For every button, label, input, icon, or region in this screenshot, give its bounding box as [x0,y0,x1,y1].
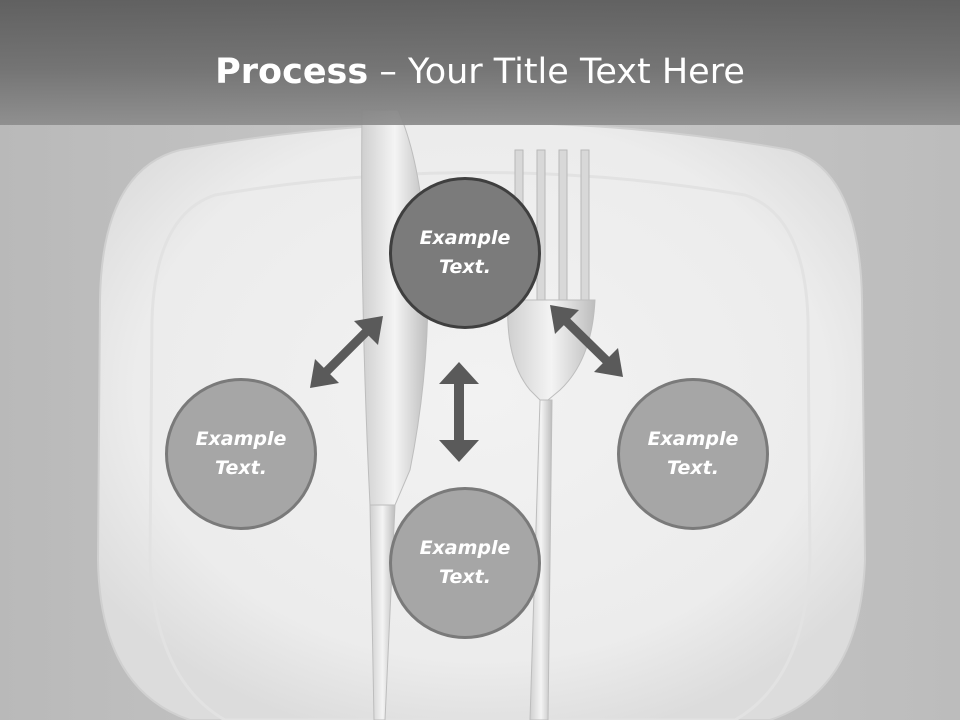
title-bar [0,0,960,125]
node-right-text: Example Text. [647,428,739,479]
process-node-left: Example Text. [165,378,317,530]
process-node-right: Example Text. [617,378,769,530]
arrow-top-right [550,305,623,377]
arrow-top-left [310,316,383,388]
title-rest: – Your Title Text Here [368,52,745,92]
node-bottom-text: Example Text. [419,537,511,588]
node-left-text: Example Text. [195,428,287,479]
slide-title: Process – Your Title Text Here [0,52,960,92]
title-bold: Process [215,52,369,92]
arrow-top-bottom [439,362,479,462]
node-top-text: Example Text. [419,227,511,278]
process-node-top: Example Text. [389,177,541,329]
process-node-bottom: Example Text. [389,487,541,639]
